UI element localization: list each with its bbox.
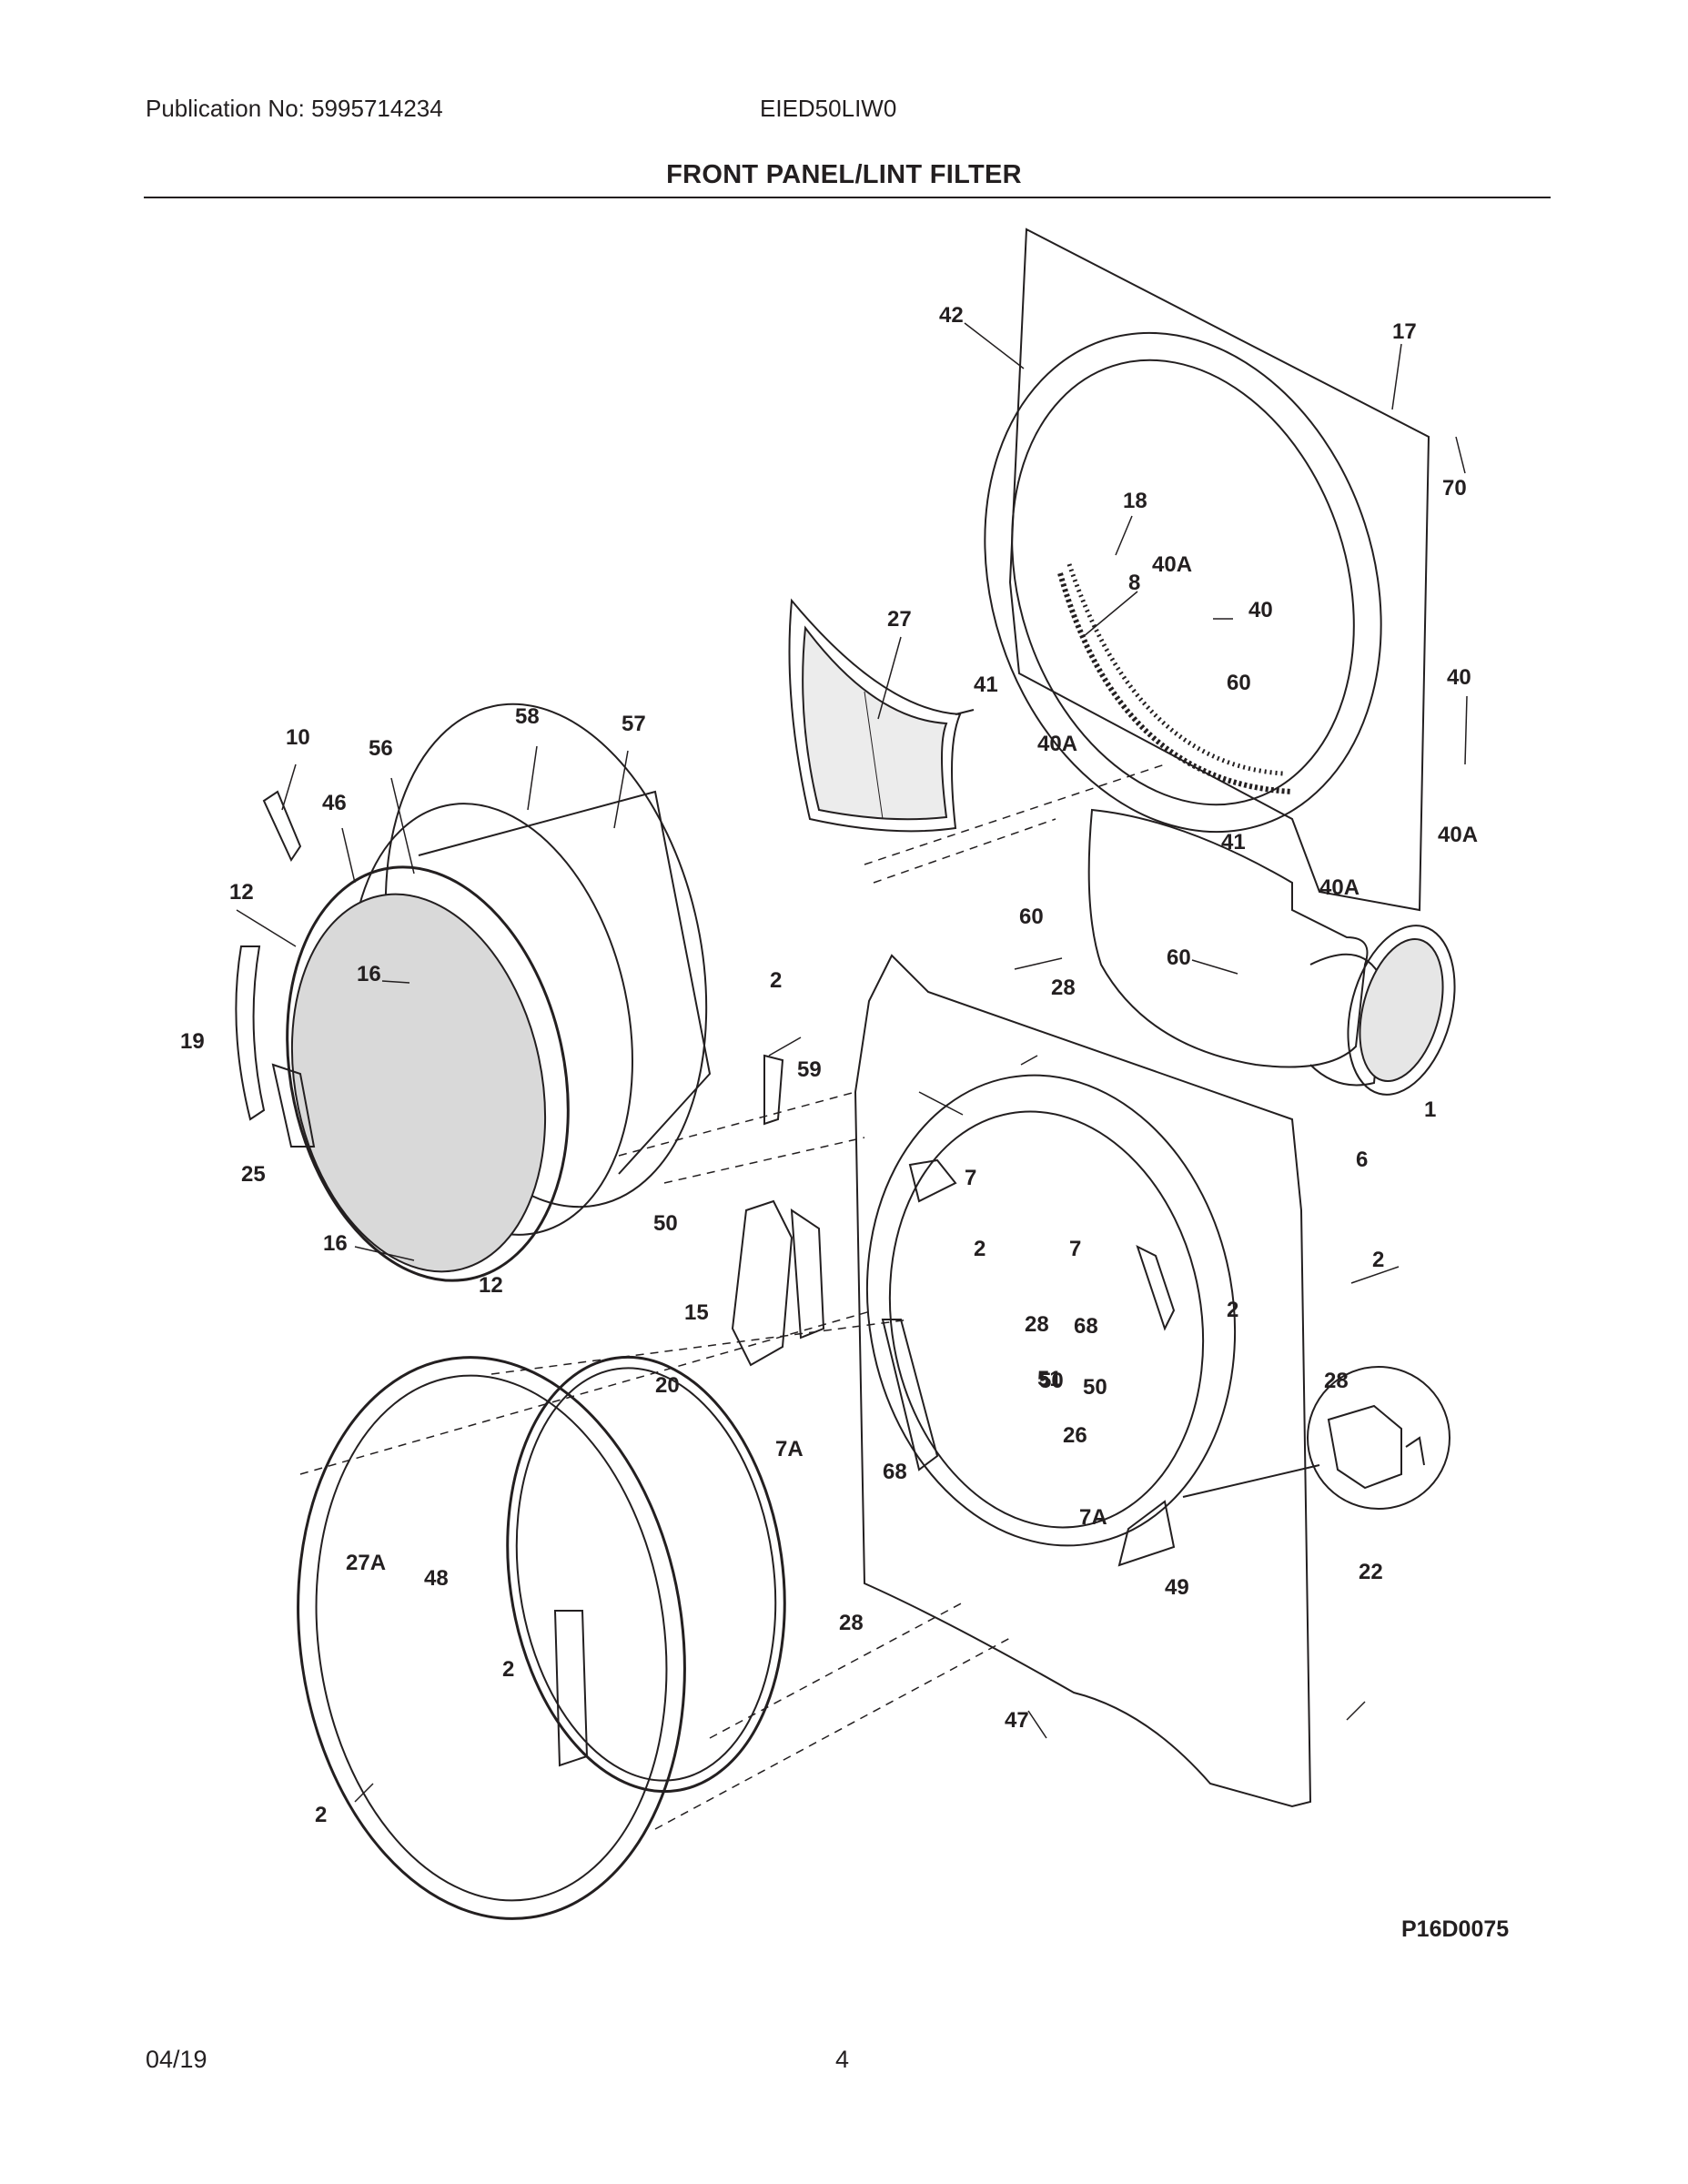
callout-label: 2	[1227, 1298, 1238, 1322]
callout-label: 40A	[1438, 823, 1478, 847]
callout-label: 40A	[1152, 552, 1192, 577]
callout-label: 26	[1063, 1423, 1087, 1448]
callout-label: 68	[883, 1460, 907, 1484]
callout-label: 48	[424, 1566, 449, 1591]
hinge-parts	[235, 790, 316, 1148]
callout-label: 47	[1005, 1708, 1029, 1733]
callout-label: 28	[839, 1611, 864, 1635]
callout-label: 60	[1227, 671, 1251, 695]
door-rings-part	[297, 1355, 786, 1920]
callout-label: 46	[322, 791, 347, 815]
callout-label: 42	[939, 303, 964, 328]
callout-label: 60	[1019, 905, 1044, 929]
leader-lines	[236, 322, 1468, 1803]
callout-label: 28	[1025, 1312, 1049, 1337]
callout-label: 2	[1372, 1248, 1384, 1272]
callout-label: 27	[887, 607, 912, 632]
callout-label: 8	[1128, 571, 1140, 595]
callout-label: 60	[1167, 945, 1191, 970]
page-title: FRONT PANEL/LINT FILTER	[666, 160, 1022, 189]
page-number: 4	[835, 2046, 850, 2073]
callout-label: 27A	[346, 1551, 386, 1575]
callout-label: 59	[797, 1057, 822, 1082]
callout-label: 6	[1356, 1148, 1368, 1172]
latch-parts	[731, 1054, 1176, 1567]
callout-label: 12	[229, 880, 254, 905]
callout-label: 40A	[1037, 732, 1077, 756]
callout-label: 57	[622, 712, 646, 736]
callout-label: 40A	[1319, 875, 1359, 900]
callout-label: 50	[1083, 1375, 1107, 1400]
callout-label: 2	[974, 1237, 986, 1261]
title-rule	[144, 197, 1551, 198]
callout-label: 1	[1424, 1097, 1436, 1122]
figure-code: P16D0075	[1401, 1916, 1510, 1942]
callout-label: 68	[1074, 1314, 1098, 1339]
publication-number: Publication No: 5995714234	[146, 95, 443, 122]
callout-label: 17	[1392, 319, 1417, 344]
callout-label: 7	[965, 1166, 976, 1190]
callout-label: 12	[479, 1273, 503, 1298]
callout-label: 40	[1447, 665, 1471, 690]
lint-duct-part	[1087, 808, 1456, 1096]
callout-label: 19	[180, 1029, 205, 1054]
callout-label: 49	[1165, 1575, 1189, 1600]
door-switch-inset	[1182, 1366, 1450, 1510]
lint-filter-part	[788, 598, 975, 833]
callout-label: 56	[369, 736, 393, 761]
door-seal-window-part	[286, 865, 570, 1282]
callout-label: 25	[241, 1162, 266, 1187]
callout-label: 41	[1221, 830, 1246, 854]
publication-date: 04/19	[146, 2046, 207, 2073]
callout-label: 15	[684, 1300, 709, 1325]
callout-label: 2	[315, 1803, 327, 1827]
callout-label: 16	[323, 1231, 348, 1256]
callout-label: 50	[1039, 1369, 1064, 1393]
callout-label: 2	[502, 1657, 514, 1682]
callout-label: 2	[770, 968, 782, 993]
callout-label: 28	[1051, 976, 1076, 1000]
callout-label: 28	[1324, 1369, 1349, 1393]
model-number: EIED50LIW0	[760, 95, 897, 122]
callout-label: 7A	[775, 1437, 804, 1461]
front-panel-part	[854, 954, 1312, 1808]
callout-label: 70	[1442, 476, 1467, 500]
callout-label: 10	[286, 725, 310, 750]
callout-label: 22	[1359, 1560, 1383, 1584]
callout-label: 18	[1123, 489, 1147, 513]
callout-label: 20	[655, 1373, 680, 1398]
callout-label: 51	[1037, 1367, 1062, 1391]
assembly-lines	[299, 763, 1166, 1830]
callout-label: 41	[974, 672, 998, 697]
callout-label: 16	[357, 962, 381, 986]
callout-label: 58	[515, 704, 540, 729]
rear-bulkhead-part	[984, 228, 1430, 912]
callout-label: 7	[1069, 1237, 1081, 1261]
callout-label: 50	[653, 1211, 678, 1236]
callout-label: 7A	[1079, 1505, 1107, 1530]
callout-label: 40	[1248, 598, 1273, 622]
